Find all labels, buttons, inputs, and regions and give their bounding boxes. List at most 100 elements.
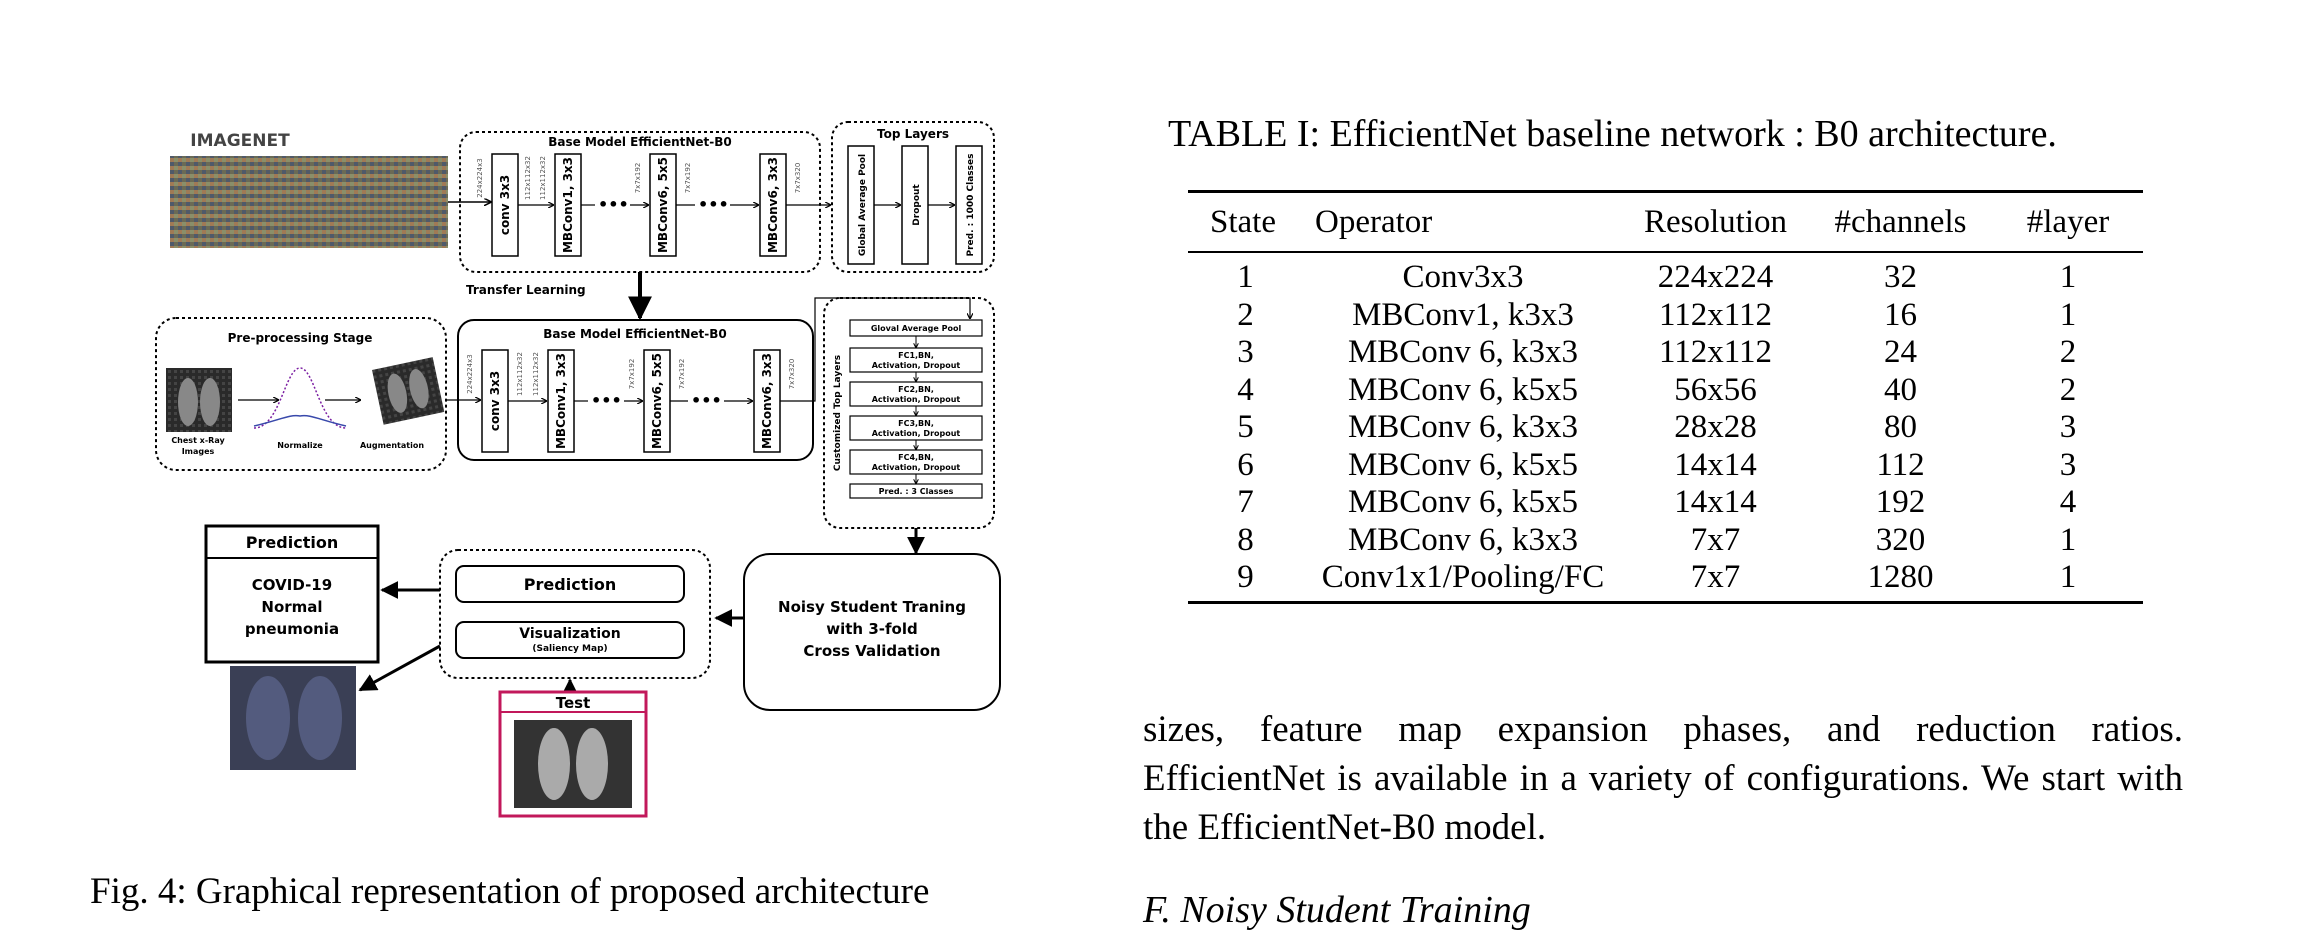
prediction-result-title: Prediction <box>246 533 338 552</box>
imagenet-logo: IMAGENET <box>190 131 290 151</box>
table-cell: 1 <box>1237 259 1254 295</box>
pre-label: Images <box>182 447 215 456</box>
prediction-class: pneumonia <box>245 620 339 638</box>
custom-top-layers-title: Customized Top Layers <box>833 355 843 471</box>
dim-label: 112x112x32 <box>524 156 532 200</box>
table-cell: 320 <box>1875 521 1926 558</box>
custom-layer-label: FC3,BN, <box>898 419 934 428</box>
table-cell: 1 <box>2059 296 2077 333</box>
top-layer-stack: conv 3x3 MBConv1, 3x3 MBConv6, 5x5 MBCon… <box>476 153 830 257</box>
output-box <box>439 549 711 679</box>
pre-label: Normalize <box>277 441 323 450</box>
table-cell: 32 <box>1884 259 1917 295</box>
table-header-cell: State <box>1210 204 1276 240</box>
custom-layer-label: Activation, Dropout <box>872 361 961 370</box>
table-cell: MBConv 6, k3x3 <box>1347 334 1579 370</box>
table-header-cell: Operator <box>1315 204 1433 240</box>
table-cell: MBConv 6, k5x5 <box>1347 484 1579 520</box>
top-layers-title: Top Layers <box>877 127 949 141</box>
table-cell: 24 <box>1884 334 1917 370</box>
imagenet-mosaic <box>170 156 448 248</box>
noisy-student-label: Noisy Student Traning <box>778 598 966 616</box>
table-cell: 6 <box>1237 446 1254 483</box>
table-cell: 1280 <box>1867 559 1934 595</box>
dim-label: 112x112x32 <box>516 352 524 396</box>
table-caption: TABLE I: EfficientNet baseline network :… <box>1168 113 2057 155</box>
custom-layer-label: FC2,BN, <box>898 385 934 394</box>
layer-label-conv: conv 3x3 <box>498 175 512 235</box>
custom-layer-stack: Gloval Average Pool FC1,BN, Activation, … <box>849 319 983 499</box>
pre-label: Augmentation <box>360 441 424 450</box>
table-cell: 16 <box>1884 296 1917 333</box>
table-cell: 1 <box>2059 521 2077 558</box>
table-cell: 3 <box>2059 409 2077 445</box>
layer-label-mbconv6-3x3: MBConv6, 3x3 <box>760 353 774 449</box>
ellipsis: ••• <box>698 195 729 214</box>
layer-label-mbconv1: MBConv1, 3x3 <box>554 353 568 449</box>
visualization-label: Visualization <box>519 626 620 642</box>
prediction-class: COVID-19 <box>252 576 332 594</box>
prediction-label: Prediction <box>524 575 616 594</box>
table-cell: 2 <box>1237 296 1254 333</box>
normalize-curve <box>253 367 347 429</box>
table-cell: 1 <box>2059 259 2077 295</box>
test-label: Test <box>556 694 591 712</box>
table-header-cell: #channels <box>1834 204 1967 240</box>
table-cell: 192 <box>1875 484 1926 520</box>
visualization-sublabel: (Saliency Map) <box>532 644 607 654</box>
table-cell: 2 <box>2059 334 2077 370</box>
table-cell: 14x14 <box>1674 446 1757 483</box>
prediction-class: Normal <box>261 598 322 616</box>
dim-label: 7x7x320 <box>794 163 802 194</box>
table-cell: Conv1x1/Pooling/FC <box>1321 559 1605 595</box>
dim-label: 112x112x32 <box>532 352 540 396</box>
custom-layer-label: Activation, Dropout <box>872 429 961 438</box>
table-cell: 14x14 <box>1674 484 1757 520</box>
base-model-top-title: Base Model EfficientNet-B0 <box>548 135 732 149</box>
table-cell: 56x56 <box>1674 371 1757 408</box>
table-cell: 224x224 <box>1657 259 1774 295</box>
dim-label: 7x7x192 <box>628 359 636 390</box>
table-cell: MBConv 6, k3x3 <box>1347 409 1579 445</box>
custom-layer-label: FC4,BN, <box>898 453 934 462</box>
dim-label: 7x7x320 <box>788 359 796 390</box>
custom-layer-label: Pred. : 3 Classes <box>879 487 954 496</box>
section-heading: F. Noisy Student Training <box>1143 889 1531 931</box>
table-cell: 112 <box>1876 446 1925 483</box>
layer-label-mbconv1: MBConv1, 3x3 <box>561 157 575 253</box>
dim-label: 224x224x3 <box>476 158 484 197</box>
base-model-bottom-box <box>457 319 814 461</box>
table-header-cell: Resolution <box>1643 204 1787 240</box>
table-cell: 2 <box>2059 371 2077 408</box>
architecture-diagram: IMAGENET Base Model EfficientNet-B0 conv… <box>155 121 1001 818</box>
base-model-bottom-title: Base Model EfficientNet-B0 <box>543 327 727 341</box>
table-cell: MBConv 6, k5x5 <box>1347 371 1579 408</box>
custom-layer-label: Activation, Dropout <box>872 463 961 472</box>
top-layers-box <box>831 121 995 273</box>
architecture-table: State Operator Resolution #channels #lay… <box>1188 190 2143 604</box>
table-cell: 5 <box>1237 409 1254 445</box>
test-xray-image <box>514 720 632 808</box>
custom-layer-label: Gloval Average Pool <box>871 324 962 333</box>
dim-label: 224x224x3 <box>466 354 474 393</box>
chest-xray-image <box>166 368 232 432</box>
table-cell: 7x7 <box>1690 521 1741 558</box>
preprocessing-box <box>155 317 447 471</box>
table-cell: 8 <box>1237 521 1254 558</box>
body-paragraph: sizes, feature map expansion phases, and… <box>1143 709 2183 848</box>
dim-label: 7x7x192 <box>634 163 642 194</box>
preprocessing-title: Pre-processing Stage <box>228 331 373 345</box>
table-cell: 1 <box>2059 559 2077 595</box>
table-cell: 112x112 <box>1658 296 1773 333</box>
table-cell: 3 <box>1237 334 1254 370</box>
pre-label: Chest x-Ray <box>171 436 225 445</box>
